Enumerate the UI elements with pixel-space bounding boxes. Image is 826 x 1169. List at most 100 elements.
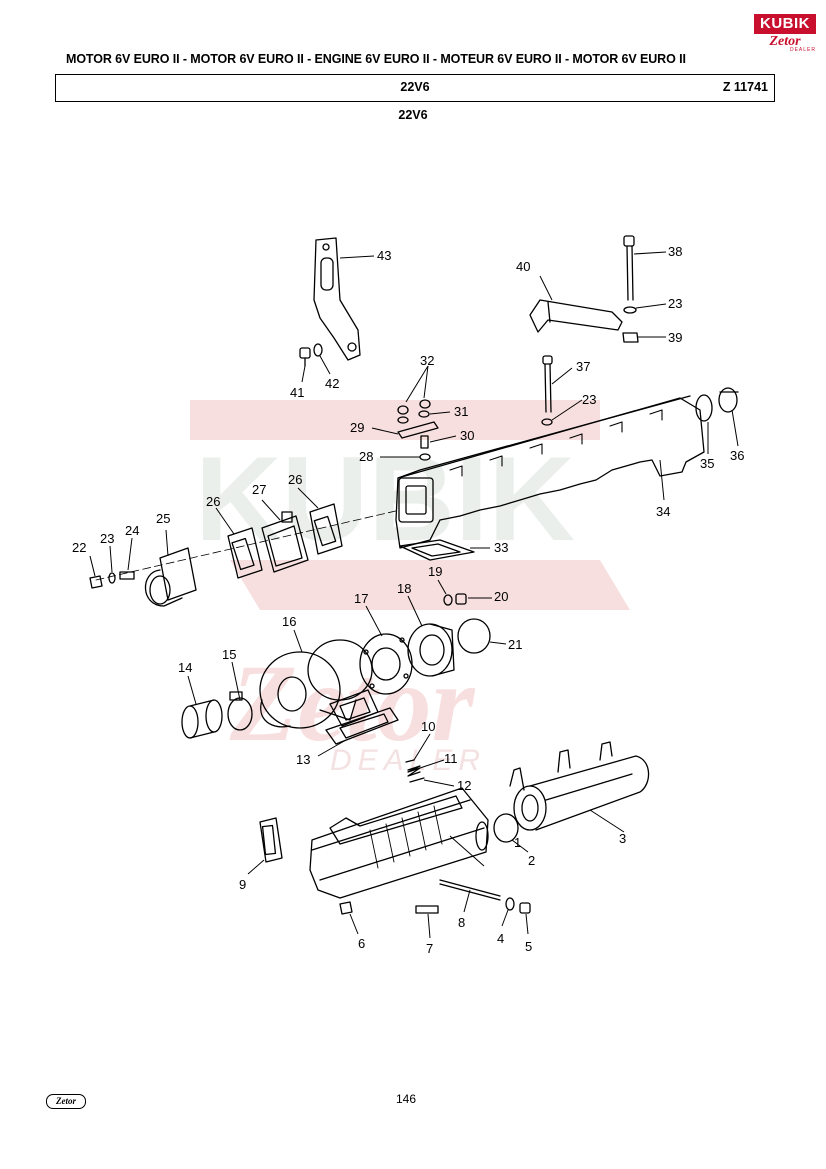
part-plate-29	[397, 421, 439, 439]
drawing-reference: Z 11741	[722, 80, 768, 94]
callout-39: 39	[668, 330, 682, 345]
callout-17: 17	[354, 591, 368, 606]
callout-7: 7	[426, 941, 433, 956]
callout-8: 8	[458, 915, 465, 930]
brand-logo-script: Zetor	[769, 34, 801, 49]
callout-16: 16	[282, 614, 296, 629]
watermark-zetor: Zetor	[229, 642, 476, 764]
callout-23-mid: 23	[582, 392, 596, 407]
page-number: 146	[396, 1092, 417, 1106]
callout-6: 6	[358, 936, 365, 951]
part-bolt-41	[299, 347, 311, 367]
part-nut-39	[622, 332, 639, 343]
diagram-heading: 22V6	[398, 108, 428, 122]
leader-lines	[89, 251, 739, 939]
callout-12: 12	[457, 778, 471, 793]
part-gasket-26-left	[227, 527, 263, 579]
part-pin-12	[409, 777, 425, 783]
part-washer-19	[443, 594, 453, 606]
header-box: 22V6 Z 11741	[55, 74, 775, 102]
part-turbocharger-16	[259, 639, 373, 729]
part-nuts-32	[397, 399, 431, 415]
callout-36: 36	[730, 448, 744, 463]
watermark-dealer: DEALER	[330, 744, 486, 777]
callout-2: 2	[528, 853, 535, 868]
watermark-kubik: KUBIK	[195, 432, 575, 566]
callout-25: 25	[156, 511, 170, 526]
callout-20: 20	[494, 589, 508, 604]
part-clip-10	[405, 759, 415, 763]
part-washer-23-mid	[541, 418, 553, 426]
callout-11: 11	[444, 751, 458, 766]
callout-1: 1	[514, 835, 521, 850]
part-ring-2	[493, 813, 519, 843]
callout-22: 22	[72, 540, 86, 555]
brand-logo-sub: DEALER	[789, 47, 816, 53]
part-ring-35	[695, 394, 713, 422]
part-ring-21	[457, 618, 491, 654]
callout-26-left: 26	[206, 494, 220, 509]
part-nut-22	[89, 575, 103, 589]
callout-labels: 1 2 3 4 5 6 7 8 9 10 11 12 13 14 15 16 1…	[72, 244, 744, 956]
callout-37: 37	[576, 359, 590, 374]
callout-28: 28	[359, 449, 373, 464]
part-bolt-38	[623, 235, 635, 301]
part-stud-30	[420, 435, 429, 449]
callout-29: 29	[350, 420, 364, 435]
part-washer-4	[505, 897, 515, 911]
part-stud-8	[439, 879, 501, 901]
callout-38: 38	[668, 244, 682, 259]
part-washer-23-upper	[623, 306, 637, 314]
part-washer-42	[313, 343, 323, 357]
callout-34: 34	[656, 504, 670, 519]
part-hose-14	[181, 699, 223, 739]
callout-23-upper: 23	[668, 296, 682, 311]
part-bracket-43	[313, 237, 361, 361]
callout-23-left: 23	[100, 531, 114, 546]
part-washers-31	[397, 410, 430, 424]
brand-logo-top: KUBIK	[754, 14, 816, 34]
part-elbow-25	[144, 547, 197, 607]
callout-43: 43	[377, 248, 391, 263]
callout-3: 3	[619, 831, 626, 846]
part-bracket-40	[529, 299, 623, 333]
callout-33: 33	[494, 540, 508, 555]
part-gasket-33	[399, 539, 475, 561]
group-code: 22V6	[400, 80, 430, 94]
callout-4: 4	[497, 931, 504, 946]
callout-30: 30	[460, 428, 474, 443]
callout-26-right: 26	[288, 472, 302, 487]
callout-10: 10	[421, 719, 435, 734]
callout-32: 32	[420, 353, 434, 368]
part-pipe-3	[509, 741, 650, 831]
watermark: KUBIK Zetor DEALER	[190, 400, 630, 777]
part-bolt-20	[455, 593, 467, 605]
callout-19: 19	[428, 564, 442, 579]
callout-31: 31	[454, 404, 468, 419]
callout-14: 14	[178, 660, 192, 675]
footer-zetor-logo: Zetor	[46, 1094, 86, 1109]
part-manifold-34	[395, 395, 705, 549]
part-plug-36	[718, 387, 739, 413]
part-gasket-26-right	[309, 503, 343, 555]
callout-27: 27	[252, 482, 266, 497]
callout-41: 41	[290, 385, 304, 400]
part-spring-11	[407, 765, 421, 777]
callout-15: 15	[222, 647, 236, 662]
brand-logo: KUBIK Zetor DEALER	[754, 14, 816, 53]
part-gasket-9	[259, 817, 283, 863]
part-stud-24	[119, 571, 135, 580]
callout-13: 13	[296, 752, 310, 767]
part-nut-6	[339, 901, 353, 915]
part-stud-7	[415, 905, 439, 914]
callout-21: 21	[508, 637, 522, 652]
part-manifold-1	[309, 787, 489, 899]
callout-9: 9	[239, 877, 246, 892]
callout-42: 42	[325, 376, 339, 391]
part-flange-18	[407, 623, 455, 677]
page-title: MOTOR 6V EURO II - MOTOR 6V EURO II - EN…	[66, 52, 686, 66]
part-washer-23-left	[108, 572, 116, 584]
callout-35: 35	[700, 456, 714, 471]
part-block-27	[261, 511, 309, 573]
